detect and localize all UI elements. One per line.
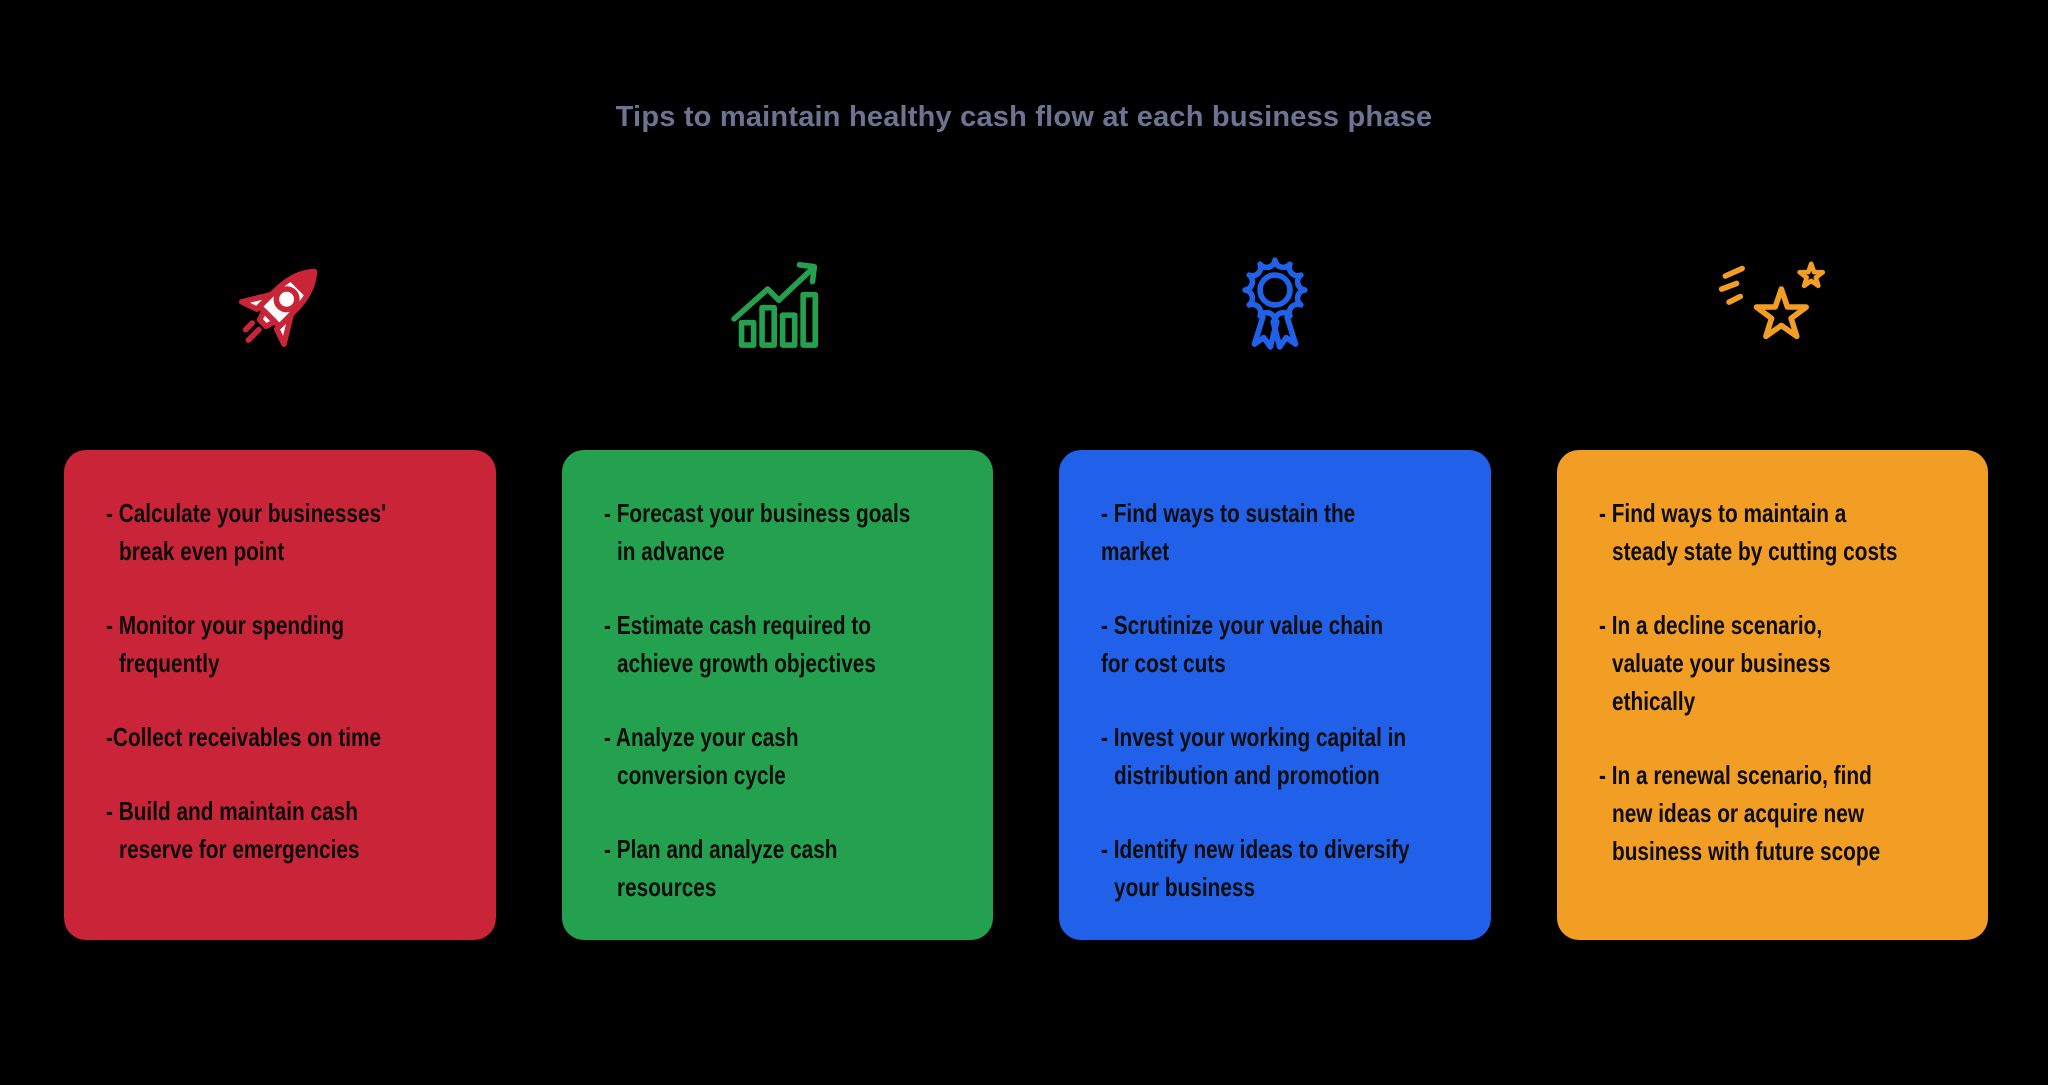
tip-bullet: - In a decline scenario, valuate your bus… (1599, 606, 1979, 720)
phase-icon-wrap (1059, 248, 1491, 360)
tip-bullet: - Forecast your business goals in advance (604, 494, 984, 570)
shooting-star-icon (1719, 261, 1826, 340)
growth-chart-icon (731, 262, 819, 348)
tip-line: - Find ways to sustain the (1101, 498, 1356, 528)
tip-line: - In a decline scenario, (1598, 610, 1822, 640)
tip-line: conversion cycle (616, 760, 786, 790)
tip-line: - Plan and analyze cash (603, 834, 838, 864)
tip-line: steady state by cutting costs (1611, 536, 1898, 566)
phase-icon-wrap (1557, 248, 1989, 360)
tip-line: frequently (119, 648, 220, 678)
tip-line: - Identify new ideas to diversify (1101, 834, 1410, 864)
tip-bullet: - Invest your working capital in distribu… (1101, 718, 1481, 794)
tip-line: break even point (119, 536, 285, 566)
tips-card: - Find ways to maintain a steady state by… (1556, 450, 1988, 940)
tip-bullet: - Estimate cash required to achieve growt… (604, 606, 984, 682)
tip-line: valuate your business (1611, 648, 1830, 678)
phase-column: - Find ways to sustain the market - Scruti… (1059, 248, 1491, 940)
tip-bullet: - Identify new ideas to diversify your bu… (1101, 830, 1481, 906)
tips-card: - Forecast your business goals in advance… (561, 450, 993, 940)
tip-line: - Analyze your cash (603, 722, 799, 752)
tip-line: - In a renewal scenario, find (1598, 760, 1872, 790)
tip-line: - Monitor your spending (106, 610, 345, 640)
tip-bullet: - Analyze your cash conversion cycle (604, 718, 984, 794)
tip-line: - Forecast your business goals (603, 498, 910, 528)
phase-column: - Find ways to maintain a steady state by… (1556, 248, 1989, 940)
tip-bullet: -Collect receivables on time (106, 718, 486, 756)
award-ribbon-icon (1242, 257, 1308, 350)
tip-line: - Find ways to maintain a (1598, 498, 1846, 528)
columns-row: - Calculate your businesses' break even p… (64, 248, 1988, 940)
tip-line: in advance (616, 536, 725, 566)
phase-column: - Calculate your businesses' break even p… (64, 248, 496, 940)
tip-line: - Estimate cash required to (603, 610, 871, 640)
tip-line: - Scrutinize your value chain (1101, 610, 1384, 640)
tip-bullet: - Scrutinize your value chain for cost cu… (1101, 606, 1481, 682)
tip-line: market (1101, 536, 1170, 566)
page-title: Tips to maintain healthy cash flow at ea… (615, 101, 1433, 133)
tip-bullet: - Calculate your businesses' break even p… (106, 494, 486, 570)
tips-card: - Calculate your businesses' break even p… (64, 450, 496, 940)
tip-line: achieve growth objectives (616, 648, 876, 678)
tip-bullet: - Monitor your spending frequently (106, 606, 486, 682)
tips-card: - Find ways to sustain the market - Scruti… (1059, 450, 1491, 940)
tip-line: new ideas or acquire new (1611, 798, 1864, 828)
tip-bullet: - Build and maintain cash reserve for eme… (106, 792, 486, 868)
tip-line: your business (1114, 872, 1256, 902)
phase-icon-wrap (64, 248, 496, 360)
tip-line: -Collect receivables on time (106, 722, 382, 752)
tip-bullet: - Find ways to sustain the market (1101, 494, 1481, 570)
tip-line: - Calculate your businesses' (106, 498, 387, 528)
phase-column: - Forecast your business goals in advance… (561, 248, 994, 940)
phase-icon-wrap (562, 248, 994, 360)
tip-line: - Build and maintain cash (106, 796, 358, 826)
tip-bullet: - Plan and analyze cash resources (604, 830, 984, 906)
tip-line: business with future scope (1611, 836, 1880, 866)
tip-line: distribution and promotion (1114, 760, 1380, 790)
tip-bullet: - Find ways to maintain a steady state by… (1599, 494, 1979, 570)
tip-line: ethically (1611, 686, 1695, 716)
tip-line: resources (616, 872, 716, 902)
tip-line: reserve for emergencies (119, 834, 360, 864)
tip-line: for cost cuts (1101, 648, 1226, 678)
rocket-icon (238, 268, 317, 347)
tip-bullet: - In a renewal scenario, find new ideas o… (1599, 756, 1979, 870)
tip-line: - Invest your working capital in (1101, 722, 1407, 752)
